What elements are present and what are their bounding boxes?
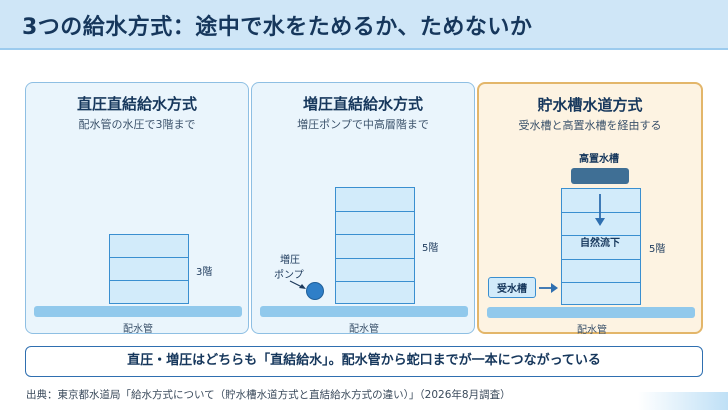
building-floor — [109, 280, 189, 304]
pump-label: 増圧 — [280, 255, 300, 266]
water-main — [34, 306, 242, 317]
water-main-label: 配水管 — [123, 324, 153, 335]
receiving-tank: 受水槽 — [488, 277, 536, 298]
building-floor — [109, 234, 189, 258]
water-main-label: 配水管 — [349, 324, 379, 335]
panel-title: 貯水槽水道方式 — [537, 96, 643, 114]
panel-title: 直圧直結給水方式 — [76, 95, 197, 113]
panel-direct-pressure: 直圧直結給水方式 配水管の水圧で3階まで 3階 配水管 — [25, 82, 249, 335]
floors-label: 5階 — [422, 243, 439, 254]
panel-tank-supply: 貯水槽水道方式 受水槽と高置水槽を経由する 高置水槽 自然流下 5階 受水槽 配… — [477, 82, 703, 336]
supply-arrow — [539, 283, 558, 293]
building-floor — [335, 234, 415, 259]
panel-title: 増圧直結給水方式 — [302, 95, 423, 113]
building-floor — [335, 281, 415, 304]
decorative-footer-gradient — [638, 392, 728, 410]
panel-subtitle: 配水管の水圧で3階まで — [78, 118, 196, 131]
building-floor — [109, 257, 189, 281]
elevated-tank — [571, 168, 629, 184]
water-main — [260, 306, 468, 317]
pump-pointer-arrow — [289, 280, 306, 289]
source-citation: 出典：東京都水道局「給水方式について（貯水槽水道方式と直結給水方式の違い）」（2… — [26, 389, 511, 401]
header-bar: 3つの給水方式：途中で水をためるか、ためないか — [0, 0, 728, 50]
summary-note: 直圧・増圧はどちらも「直結給水」。配水管から蛇口までが一本につながっている — [25, 346, 703, 377]
building-floor — [561, 282, 641, 305]
floors-label: 5階 — [649, 244, 666, 255]
page-title: 3つの給水方式：途中で水をためるか、ためないか — [22, 15, 533, 40]
building-floor — [335, 210, 415, 236]
building-floor — [335, 187, 415, 212]
panel-subtitle: 受水槽と高置水槽を経由する — [518, 119, 662, 132]
panel-booster-direct: 増圧直結給水方式 増圧ポンプで中高層階まで 5階 増圧 ポンプ 配水管 — [251, 82, 475, 335]
floors-label: 3階 — [196, 267, 213, 278]
panel-subtitle: 増圧ポンプで中高層階まで — [297, 118, 429, 131]
pump-label: ポンプ — [274, 270, 304, 281]
booster-pump-icon — [306, 282, 324, 300]
water-main — [487, 307, 695, 318]
high-tank-label: 高置水槽 — [579, 154, 619, 165]
water-main-label: 配水管 — [577, 325, 607, 336]
flow-down-arrow — [595, 194, 605, 226]
flow-label: 自然流下 — [580, 238, 620, 249]
